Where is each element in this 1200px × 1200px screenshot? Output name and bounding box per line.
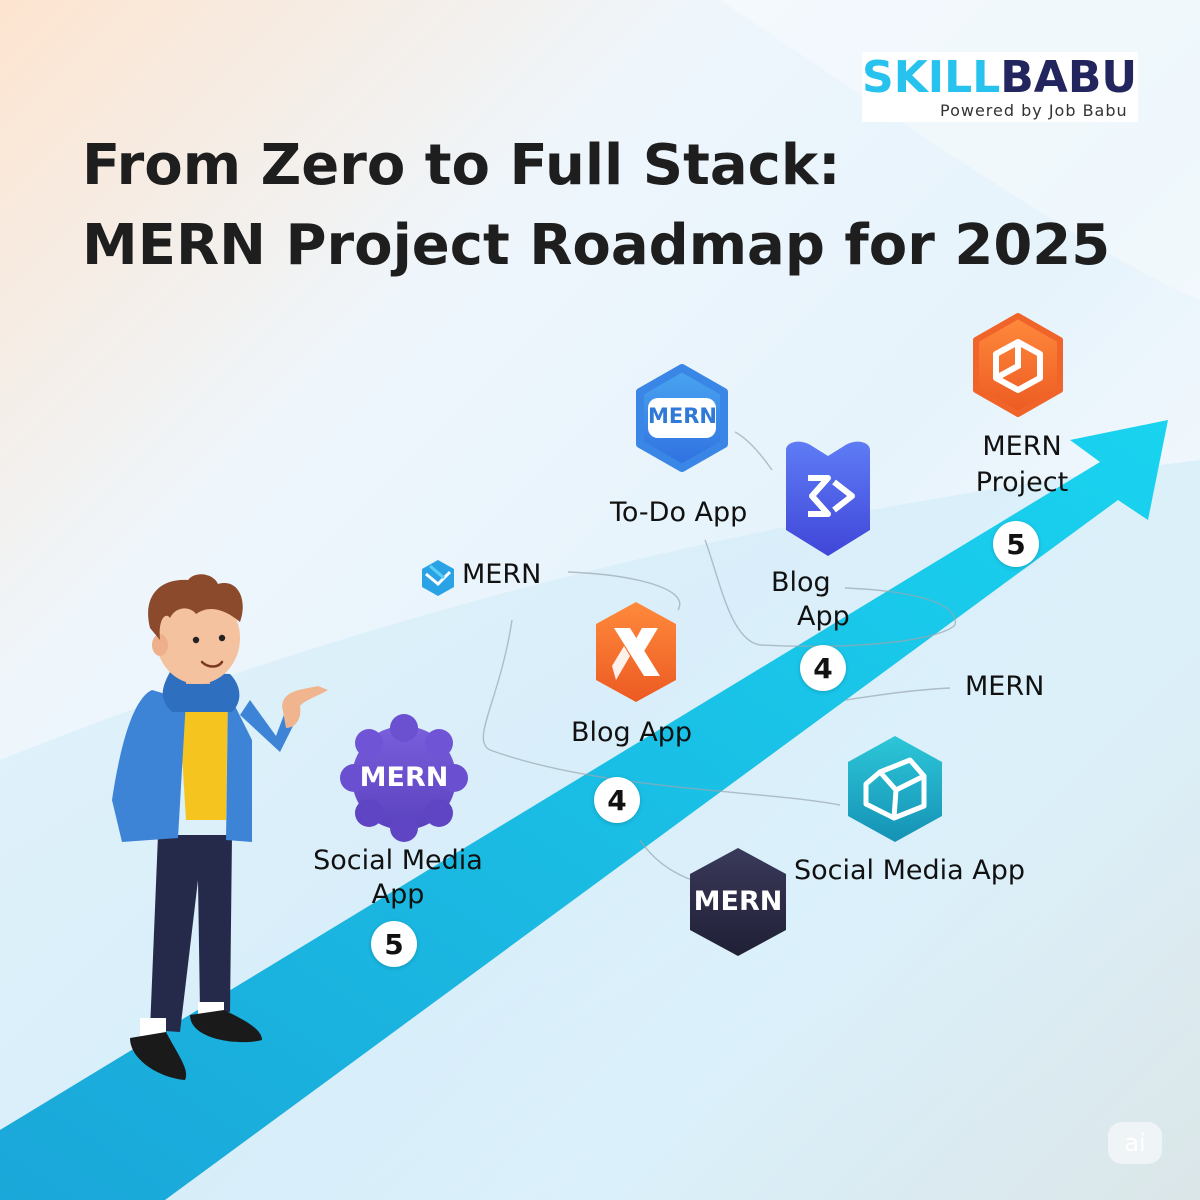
skillbabu-logo: SKILLBABU [862, 52, 1137, 104]
todo-app-blue-icon [636, 364, 728, 472]
logo-background [862, 52, 1138, 122]
mern-purple-badge-icon [340, 714, 468, 842]
blog-app-orange-icon [596, 602, 676, 702]
logo-babu-text: BABU [1000, 52, 1138, 103]
step-number-blog-right: 4 [800, 645, 846, 691]
blog-right-label-2: App [797, 601, 850, 632]
ai-watermark-badge: ai [1108, 1122, 1162, 1164]
logo-tagline: Powered by Job Babu [940, 101, 1128, 120]
social-media-teal-icon [848, 736, 942, 842]
step-number-social-left: 5 [371, 921, 417, 967]
todo-label: To-Do App [610, 497, 748, 528]
progress-arrow [0, 420, 1168, 1200]
mern-small-label: MERN [462, 559, 542, 590]
social-media-left-label-2: App [371, 879, 425, 910]
dark-icon-text: MERN [693, 886, 783, 917]
mern-right-label: MERN [965, 671, 1045, 702]
step-number-mern-project: 5 [993, 521, 1039, 567]
todo-icon-text: MERN [648, 404, 717, 428]
mern-small-logo-icon [422, 560, 454, 596]
mern-project-orange-icon [973, 313, 1063, 417]
headline-line-1: From Zero to Full Stack: [82, 133, 841, 198]
step-number-blog-center: 4 [594, 777, 640, 823]
blog-right-label-1: Blog [771, 567, 831, 598]
purple-icon-text: MERN [359, 762, 449, 793]
blog-center-label: Blog App [571, 717, 693, 748]
logo-skill-text: SKILL [862, 52, 1001, 103]
character-illustration [112, 574, 328, 1080]
connector-lines [482, 431, 956, 883]
mern-dark-hex-icon [690, 848, 786, 956]
blog-app-indigo-icon [786, 441, 870, 556]
social-media-left-label-1: Social Media [313, 845, 483, 876]
social-media-right-label: Social Media App [794, 855, 1026, 886]
mern-project-label-1: MERN [982, 431, 1062, 462]
headline-line-2: MERN Project Roadmap for 2025 [82, 213, 1111, 278]
mern-project-label-2: Project [975, 467, 1069, 498]
